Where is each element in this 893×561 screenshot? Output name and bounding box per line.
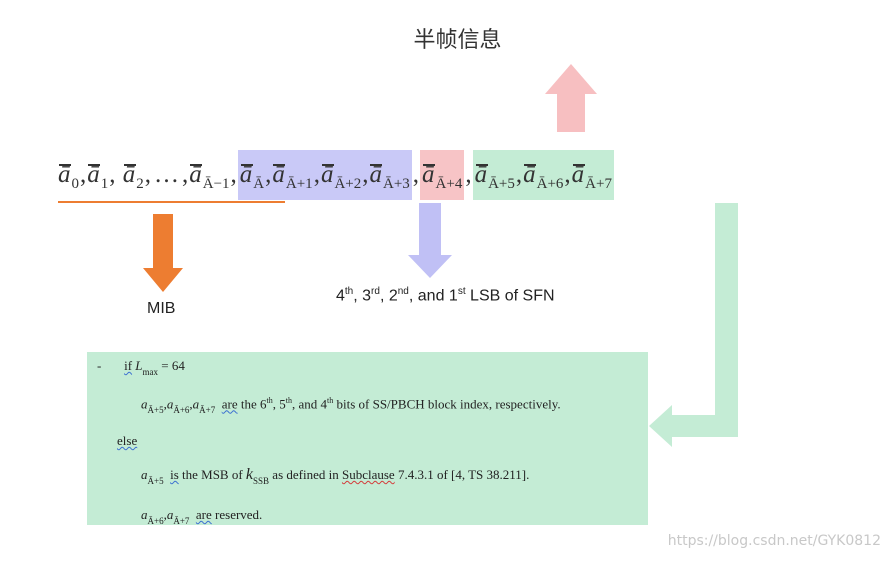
bit-index-a7: Ā+7 xyxy=(585,176,612,192)
bit-symbol: ā xyxy=(523,161,536,188)
ssb-arrow xyxy=(649,203,738,447)
bit-symbol: ā xyxy=(422,161,435,188)
bit-symbol: ā xyxy=(239,161,253,188)
sfn-label: 4th, 3rd, 2nd, and 1st LSB of SFN xyxy=(336,286,555,305)
bit-index-a: Ā xyxy=(253,176,265,192)
bit-symbol: ā xyxy=(369,161,382,188)
bit-index-a-1: Ā−1 xyxy=(202,176,230,192)
box-line-msb: aĀ+5 is the MSB of kSSB as defined in Su… xyxy=(141,466,530,486)
bit-index-0: 0 xyxy=(71,176,80,192)
box-line-ssb-index: aĀ+5,aĀ+6,aĀ+7 are the 6th, 5th, and 4th… xyxy=(141,396,561,416)
bit-symbol: ā xyxy=(320,161,334,188)
box-line-if: - if Lmax = 64 xyxy=(97,358,185,377)
bit-symbol: ā xyxy=(189,161,202,188)
half-frame-bit-segment: āĀ+4 xyxy=(420,150,465,200)
mib-arrow xyxy=(143,214,183,292)
bit-index-a4: Ā+4 xyxy=(435,176,463,192)
bit-symbol: ā xyxy=(122,161,136,188)
bit-index-1: 1 xyxy=(100,176,109,192)
if-keyword: if xyxy=(124,358,133,373)
else-keyword: else xyxy=(117,433,138,448)
bit-symbol: ā xyxy=(571,161,585,188)
watermark: https://blog.csdn.net/GYK0812 xyxy=(667,533,881,549)
bit-symbol: ā xyxy=(272,161,285,188)
half-frame-arrow xyxy=(545,64,597,132)
box-line-else: else xyxy=(117,433,137,449)
box-line-reserved: aĀ+6,aĀ+7 are reserved. xyxy=(141,507,263,526)
half-frame-title: 半帧信息 xyxy=(413,28,502,53)
mib-bits-segment: ā0, ā1, ā2,…, āĀ−1, xyxy=(58,161,237,192)
bit-index-a6: Ā+6 xyxy=(536,176,564,192)
bit-index-a2: Ā+2 xyxy=(334,176,362,192)
bit-symbol: ā xyxy=(87,161,100,188)
bit-index-a5: Ā+5 xyxy=(488,176,515,192)
bit-symbol: ā xyxy=(58,161,71,188)
sfn-arrow xyxy=(408,203,452,278)
sfn-bits-segment: āĀ, āĀ+1, āĀ+2, āĀ+3 xyxy=(237,150,412,200)
bit-index-a1: Ā+1 xyxy=(285,176,313,192)
mib-label: MIB xyxy=(147,300,176,317)
bit-index-2: 2 xyxy=(136,176,144,192)
bit-index-a3: Ā+3 xyxy=(382,176,410,192)
mib-underline xyxy=(58,201,285,203)
ssb-index-bits-segment: āĀ+5, āĀ+6, āĀ+7 xyxy=(472,150,614,200)
bit-symbol: ā xyxy=(474,161,488,188)
bit-sequence: ā0, ā1, ā2,…, āĀ−1, āĀ, āĀ+1, āĀ+2, āĀ+3… xyxy=(56,150,614,200)
ssb-description-box: - if Lmax = 64 aĀ+5,aĀ+6,aĀ+7 are the 6t… xyxy=(87,352,648,526)
